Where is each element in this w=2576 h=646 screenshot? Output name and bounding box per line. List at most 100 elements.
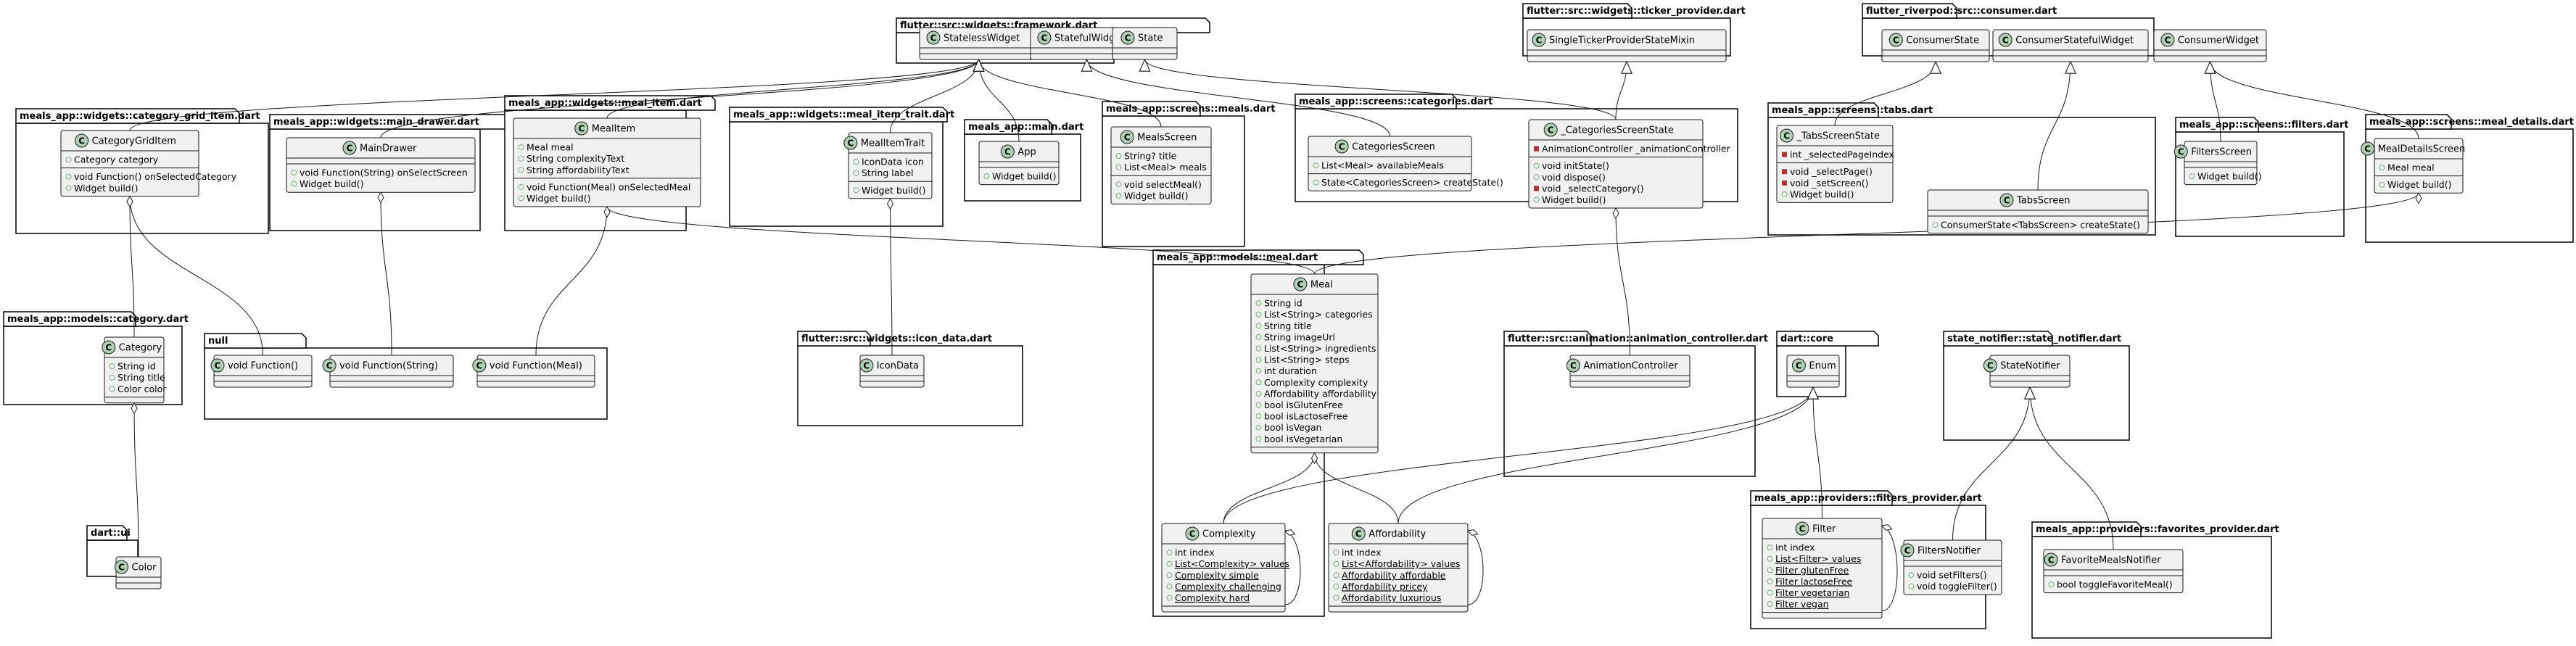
- package-label: meals_app::screens::meals.dart: [1106, 104, 1275, 115]
- svg-text:C: C: [2164, 36, 2171, 46]
- svg-text:C: C: [847, 138, 854, 149]
- attrs-member: Filter vegetarian: [1775, 587, 1849, 598]
- class-icon: C: [342, 141, 357, 155]
- class-icon: C: [1900, 543, 1915, 558]
- attrs-member: String imageUrl: [1264, 331, 1335, 342]
- methods-member: Widget build(): [1790, 189, 1854, 199]
- svg-text:C: C: [1189, 529, 1196, 539]
- class-icon: C: [1293, 277, 1308, 291]
- methods-member: void dispose(): [1542, 172, 1606, 183]
- class-color: C Color: [115, 556, 162, 589]
- class-name: Category: [119, 343, 162, 354]
- package-label: meals_app::providers::favorites_provider…: [2036, 524, 2279, 535]
- class-name: State: [1138, 33, 1163, 44]
- svg-text:C: C: [930, 33, 937, 44]
- svg-text:C: C: [1987, 361, 1994, 371]
- methods-member: Widget build(): [862, 185, 925, 196]
- attrs-member: String title: [117, 372, 165, 383]
- class-name: Enum: [1809, 361, 1836, 372]
- class-name: FiltersScreen: [2191, 147, 2252, 158]
- methods-member: void _selectPage(): [1790, 166, 1873, 177]
- attrs-member: List<Meal> meals: [1124, 162, 1207, 173]
- svg-text:C: C: [118, 563, 125, 573]
- methods-member: Widget build(): [74, 183, 138, 194]
- methods-member: void initState(): [1542, 160, 1609, 171]
- methods-member: void toggleFilter(): [1917, 581, 1997, 592]
- class-icon: C: [1566, 358, 1580, 373]
- edge-meal-to-complexity: [1223, 453, 1315, 524]
- class-icon: C: [1351, 526, 1366, 541]
- package-label: flutter::src::animation::animation_contr…: [1508, 334, 1768, 344]
- edge-categoriesscreenstate-to-singletickerproviderstatemixin: [1615, 62, 1627, 120]
- svg-text:C: C: [1297, 280, 1303, 290]
- methods-member: void _selectCategory(): [1542, 183, 1644, 194]
- class-icon: C: [1888, 33, 1903, 47]
- class-icondata: C IconData: [859, 355, 925, 388]
- package-anim: flutter::src::animation::animation_contr…: [1503, 331, 1768, 477]
- attrs-member: String id: [1264, 298, 1303, 309]
- edge-mealitemtrait-to-icondata: [891, 199, 893, 356]
- class-name: ConsumerState: [1906, 36, 1979, 46]
- class-icon: C: [2361, 141, 2375, 156]
- edge-complexity-to-complexity: [1285, 531, 1301, 605]
- class-icon: C: [2160, 33, 2175, 47]
- class-name: SingleTickerProviderStateMixin: [1549, 36, 1695, 46]
- package-label: dart::ui: [91, 528, 131, 539]
- class-name: Color: [132, 563, 157, 573]
- edge-categorygriditem-to-voidfn: [130, 196, 263, 356]
- attrs-member: List<Meal> availableMeals: [1321, 160, 1444, 171]
- methods-member: ConsumerState<TabsScreen> createState(): [1941, 220, 2140, 231]
- class-name: FiltersNotifier: [1917, 546, 1981, 557]
- svg-text:C: C: [2048, 555, 2055, 566]
- class-name: FavoriteMealsNotifier: [2061, 555, 2161, 566]
- edge-mealdetailsscreen-to-meal: [1314, 193, 2419, 275]
- edge-categoriesscreen-to-statefulwidget: [1087, 59, 1390, 137]
- svg-text:C: C: [1799, 524, 1806, 534]
- edge-filter-to-enum: [1813, 387, 1822, 519]
- attrs-member: List<String> ingredients: [1264, 343, 1376, 354]
- edge-category-to-color: [134, 403, 139, 558]
- edge-filtersnotifier-to-statenotifier: [1952, 387, 2031, 541]
- attrs-member: Complexity hard: [1175, 592, 1250, 603]
- attrs-member: Affordability pricey: [1342, 581, 1428, 592]
- attrs-member: String label: [862, 167, 914, 178]
- methods-member: Widget build(): [527, 193, 590, 204]
- class-name: TabsScreen: [2016, 196, 2070, 207]
- package-label: meals_app::widgets::meal_item_trait.dart: [733, 109, 954, 120]
- svg-text:C: C: [863, 361, 870, 371]
- methods-member: void Function() onSelectedCategory: [74, 171, 237, 182]
- svg-text:C: C: [1548, 125, 1554, 136]
- class-name: Meal: [1310, 280, 1333, 291]
- class-name: StatefulWidget: [1054, 33, 1125, 44]
- class-icon: C: [1791, 358, 1806, 373]
- edge-mealdetailsscreen-to-consumerwidget: [2210, 62, 2419, 139]
- attrs-member: Filter lactoseFree: [1775, 576, 1853, 587]
- edge-categoriesscreenstate-to-animationcontroller: [1616, 208, 1630, 356]
- attrs-member: bool isLactoseFree: [1264, 411, 1348, 422]
- class-icon: C: [1532, 33, 1546, 47]
- svg-text:C: C: [476, 361, 482, 371]
- attrs-member: String complexityText: [527, 153, 624, 164]
- package-label: meals_app::widgets::main_drawer.dart: [273, 117, 479, 128]
- class-name: IconData: [877, 361, 919, 372]
- class-icon: C: [1185, 526, 1200, 541]
- package-dart-ui: dart::ui: [86, 525, 139, 577]
- class-name: Affordability: [1368, 529, 1426, 540]
- svg-text:C: C: [2004, 196, 2010, 206]
- attrs-member: AnimationController _animationController: [1542, 144, 1731, 154]
- edge-categorygriditem-to-statelesswidget: [129, 59, 979, 131]
- package-label: meals_app::providers::filters_provider.d…: [1754, 493, 1982, 504]
